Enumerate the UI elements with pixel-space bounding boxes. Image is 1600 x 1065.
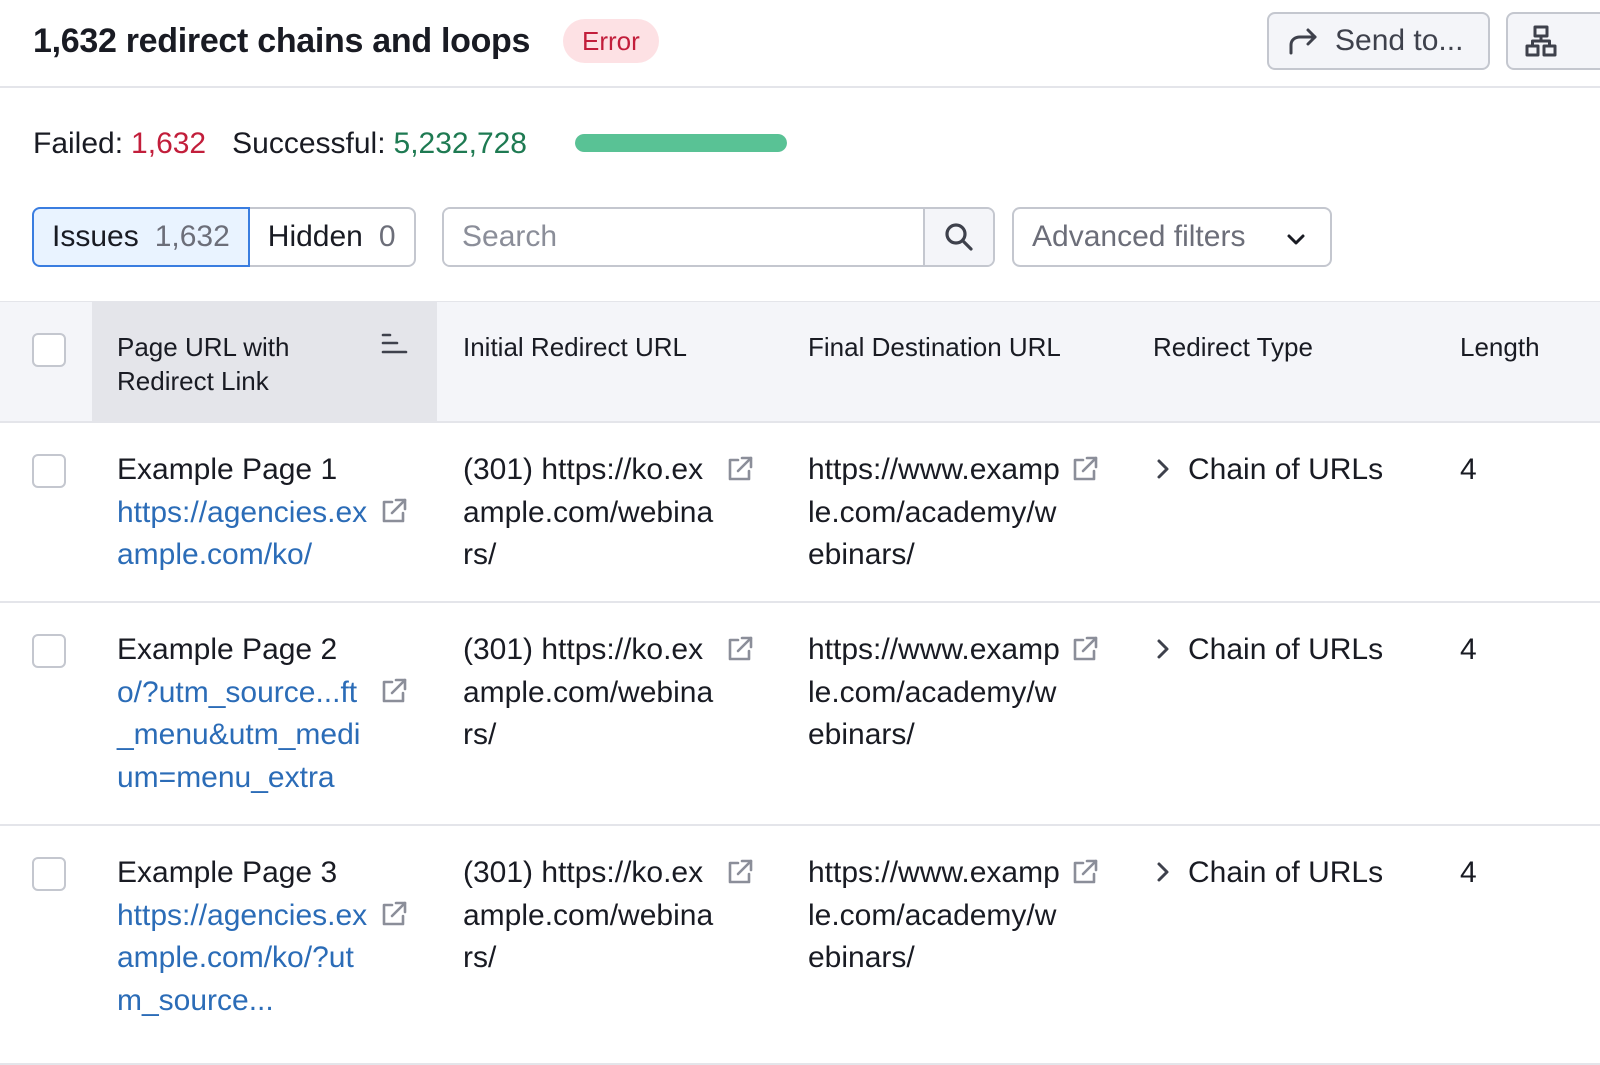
page-url-cell: Example Page 2 o/?utm_source...ft_menu&ut… <box>117 629 372 799</box>
chain-length: 4 <box>1460 633 1477 666</box>
table-row: Example Page 2 o/?utm_source...ft_menu&ut… <box>0 603 1600 826</box>
chevron-right-icon <box>1157 639 1169 659</box>
sort-lines-icon[interactable] <box>380 331 408 357</box>
initial-redirect-url: (301) https://ko.example.com/webinars/ <box>463 633 714 751</box>
successful-label: Successful: <box>232 127 386 160</box>
issues-tab-count: 1,632 <box>154 220 230 253</box>
column-header-initial-redirect[interactable]: Initial Redirect URL <box>463 332 687 362</box>
advanced-filters-dropdown[interactable]: Advanced filters <box>1012 207 1332 267</box>
page-title: 1,632 redirect chains and loops <box>33 22 531 60</box>
external-link-icon[interactable] <box>725 857 755 887</box>
advanced-filters-label: Advanced filters <box>1032 220 1246 253</box>
column-header-redirect-type[interactable]: Redirect Type <box>1153 332 1313 362</box>
row-checkbox[interactable] <box>32 454 66 488</box>
final-destination-url: https://www.example.com/academy/webinars… <box>808 453 1060 571</box>
row-checkbox[interactable] <box>32 857 66 891</box>
issues-tab-label: Issues <box>52 220 139 253</box>
failed-count: 1,632 <box>131 127 207 160</box>
column-header-page-url[interactable]: Page URL with Redirect Link <box>117 332 290 396</box>
table-row: Example Page 3 https://agencies.example.c… <box>0 826 1600 1065</box>
external-link-icon[interactable] <box>1070 454 1100 484</box>
issue-view-toggle: Issues 1,632 Hidden 0 <box>32 207 416 267</box>
site-structure-button[interactable] <box>1506 12 1600 70</box>
redirect-type-toggle[interactable]: Chain of URLs <box>1153 449 1383 492</box>
page-url-link[interactable]: https://agencies.example.com/ko/ <box>117 495 368 572</box>
column-header-length[interactable]: Length <box>1460 332 1540 362</box>
external-link-icon[interactable] <box>379 676 409 706</box>
final-destination-url: https://www.example.com/academy/webinars… <box>808 856 1060 974</box>
table-row: Example Page 1 https://agencies.example.c… <box>0 423 1600 603</box>
final-destination-url: https://www.example.com/academy/webinars… <box>808 633 1060 751</box>
chain-length: 4 <box>1460 856 1477 889</box>
chevron-right-icon <box>1157 862 1169 882</box>
search-button[interactable] <box>923 209 993 265</box>
external-link-icon[interactable] <box>379 899 409 929</box>
select-all-checkbox[interactable] <box>32 333 66 367</box>
hidden-tab[interactable]: Hidden 0 <box>249 207 416 267</box>
status-badge: Error <box>563 19 659 63</box>
issues-tab[interactable]: Issues 1,632 <box>32 207 250 267</box>
redirect-type-toggle[interactable]: Chain of URLs <box>1153 629 1383 672</box>
page-url-link[interactable]: https://agencies.example.com/ko/?utm_sou… <box>117 898 368 1017</box>
redirect-type-label: Chain of URLs <box>1188 856 1384 889</box>
external-link-icon[interactable] <box>1070 634 1100 664</box>
external-link-icon[interactable] <box>379 496 409 526</box>
hidden-tab-label: Hidden <box>267 220 363 253</box>
search-icon <box>945 223 973 251</box>
report-header: 1,632 redirect chains and loops Error Se… <box>0 0 1600 88</box>
chain-length: 4 <box>1460 453 1477 486</box>
page-url-link[interactable]: o/?utm_source...ft_menu&utm_medium=menu_… <box>117 675 361 794</box>
page-url-cell: Example Page 3 https://agencies.example.c… <box>117 852 372 1022</box>
initial-redirect-url: (301) https://ko.example.com/webinars/ <box>463 453 714 571</box>
external-link-icon[interactable] <box>725 454 755 484</box>
redirect-type-label: Chain of URLs <box>1188 633 1384 666</box>
redirect-type-label: Chain of URLs <box>1188 453 1384 486</box>
send-to-label: Send to... <box>1335 24 1464 57</box>
initial-redirect-url: (301) https://ko.example.com/webinars/ <box>463 856 714 974</box>
page-name: Example Page 3 <box>117 856 338 889</box>
column-header-final-destination[interactable]: Final Destination URL <box>808 332 1061 362</box>
site-structure-icon <box>1525 25 1557 57</box>
send-to-button[interactable]: Send to... <box>1267 12 1490 70</box>
hidden-tab-count: 0 <box>378 220 396 253</box>
failed-label: Failed: <box>33 127 124 160</box>
external-link-icon[interactable] <box>1070 857 1100 887</box>
success-progress-bar <box>575 134 787 152</box>
page-name: Example Page 2 <box>117 633 338 666</box>
search-box <box>442 207 995 267</box>
table-header: Page URL with Redirect Link Initial Redi… <box>0 301 1600 423</box>
page-url-cell: Example Page 1 https://agencies.example.c… <box>117 449 372 577</box>
row-checkbox[interactable] <box>32 634 66 668</box>
summary-stats: Failed: 1,632 Successful: 5,232,728 <box>33 124 527 164</box>
sorted-column-highlight <box>92 302 437 422</box>
page-name: Example Page 1 <box>117 453 338 486</box>
chevron-right-icon <box>1157 459 1169 479</box>
external-link-icon[interactable] <box>725 634 755 664</box>
chevron-down-icon <box>1287 234 1305 245</box>
redirect-type-toggle[interactable]: Chain of URLs <box>1153 852 1383 895</box>
successful-count: 5,232,728 <box>393 127 527 160</box>
success-progress-fill <box>575 134 787 152</box>
share-arrow-icon <box>1289 28 1317 55</box>
search-input[interactable] <box>444 209 923 265</box>
